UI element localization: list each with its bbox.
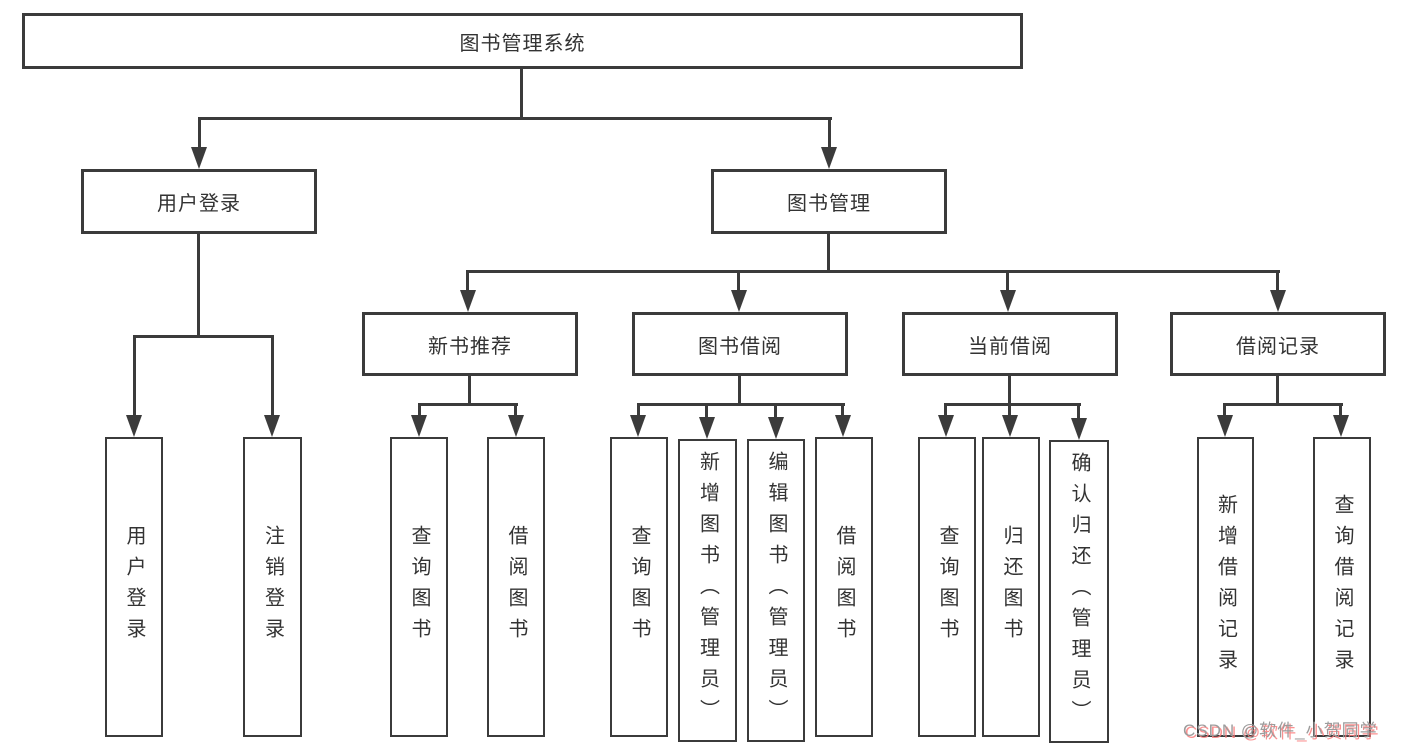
arrow-down-icon	[126, 415, 142, 437]
connector-to-recommend	[466, 270, 469, 292]
arrow-down-icon	[699, 417, 715, 439]
connector-leaf-line	[1077, 403, 1080, 420]
node-user-login: 用户登录	[81, 169, 317, 234]
leaf-return-books: 归还图书	[982, 437, 1040, 737]
leaf-confirm-return-admin: 确认归还（管理员）	[1049, 440, 1109, 743]
connector-leaf-line	[418, 403, 421, 417]
node-root-label: 图书管理系统	[459, 32, 586, 55]
node-user-login-label: 用户登录	[157, 193, 241, 215]
arrow-down-icon	[938, 415, 954, 437]
connector-current-bar	[945, 403, 1081, 406]
connector-root-stub	[520, 68, 523, 119]
connector-to-borrow	[737, 270, 740, 292]
node-new-book-recommend: 新书推荐	[362, 312, 578, 376]
leaf-query-borrow-record-label: 查询借阅记录	[1331, 494, 1353, 680]
leaf-add-books-admin-label: 新增图书（管理员）	[696, 451, 719, 730]
connector-borrow-bar	[637, 403, 845, 406]
csdn-watermark: CSDN @软件_小贺同学	[1183, 721, 1378, 740]
leaf-edit-books-admin-label: 编辑图书（管理员）	[765, 451, 787, 730]
connector-login-stub	[197, 234, 200, 337]
arrow-down-icon	[1333, 415, 1349, 437]
arrow-down-icon	[835, 415, 851, 437]
connector-login-bar	[133, 335, 274, 338]
connector-recommend-stub	[468, 376, 471, 405]
arrow-down-icon	[264, 415, 280, 437]
connector-borrow-stub	[738, 376, 741, 405]
node-borrow-record-label: 借阅记录	[1236, 335, 1320, 358]
node-book-borrow-label: 图书借阅	[698, 335, 782, 358]
leaf-borrow-query-books: 查询图书	[610, 437, 668, 737]
connector-leaf-line	[514, 403, 517, 417]
leaf-logout-label: 注销登录	[261, 525, 284, 649]
connector-level3-bar	[466, 270, 1280, 273]
arrow-down-icon	[1270, 290, 1286, 312]
leaf-recommend-query-books: 查询图书	[390, 437, 448, 737]
connector-leaf-line	[705, 403, 708, 419]
connector-leaf-line	[774, 403, 777, 419]
leaf-user-login-label: 用户登录	[123, 525, 145, 649]
leaf-add-borrow-record: 新增借阅记录	[1197, 437, 1254, 737]
node-book-management: 图书管理	[711, 169, 947, 234]
connector-to-login-leaf2	[271, 335, 274, 417]
arrow-down-icon	[411, 415, 427, 437]
arrow-down-icon	[731, 290, 747, 312]
leaf-recommend-query-books-label: 查询图书	[408, 525, 430, 649]
connector-leaf-line	[637, 403, 640, 417]
connector-management-stub	[827, 234, 830, 272]
arrow-down-icon	[508, 415, 524, 437]
connector-record-stub	[1276, 376, 1279, 405]
connector-to-record	[1276, 270, 1279, 292]
leaf-confirm-return-admin-label: 确认归还（管理员）	[1068, 452, 1090, 731]
connector-leaf-line	[1339, 403, 1342, 417]
leaf-edit-books-admin: 编辑图书（管理员）	[747, 439, 805, 742]
connector-to-user-login	[198, 117, 201, 150]
leaf-return-books-label: 归还图书	[1000, 525, 1022, 649]
node-book-borrow: 图书借阅	[632, 312, 848, 376]
connector-to-book-management	[828, 117, 831, 150]
arrow-down-icon	[821, 147, 837, 169]
leaf-add-books-admin: 新增图书（管理员）	[678, 439, 737, 742]
leaf-add-borrow-record-label: 新增借阅记录	[1214, 494, 1237, 680]
node-current-borrow: 当前借阅	[902, 312, 1118, 376]
leaf-recommend-borrow-books-label: 借阅图书	[505, 525, 527, 649]
arrow-down-icon	[768, 417, 784, 439]
node-new-book-recommend-label: 新书推荐	[428, 335, 512, 358]
arrow-down-icon	[630, 415, 646, 437]
connector-leaf-line	[944, 403, 947, 417]
connector-level2-bar	[198, 117, 832, 120]
node-root-library-system: 图书管理系统	[22, 13, 1023, 69]
arrow-down-icon	[191, 147, 207, 169]
connector-current-stub	[1008, 376, 1011, 405]
leaf-current-query-books-label: 查询图书	[936, 525, 958, 649]
leaf-current-query-books: 查询图书	[918, 437, 976, 737]
connector-leaf-line	[1223, 403, 1226, 417]
leaf-user-login: 用户登录	[105, 437, 163, 737]
leaf-borrow-books-label: 借阅图书	[833, 525, 855, 649]
arrow-down-icon	[1002, 415, 1018, 437]
connector-recommend-bar	[418, 403, 518, 406]
connector-to-login-leaf1	[133, 335, 136, 417]
node-current-borrow-label: 当前借阅	[968, 335, 1052, 358]
connector-leaf-line	[1008, 403, 1011, 417]
arrow-down-icon	[1000, 290, 1016, 312]
arrow-down-icon	[1217, 415, 1233, 437]
leaf-borrow-query-books-label: 查询图书	[628, 525, 650, 649]
node-book-management-label: 图书管理	[787, 193, 871, 215]
arrow-down-icon	[1071, 418, 1087, 440]
connector-to-current	[1006, 270, 1009, 292]
leaf-query-borrow-record: 查询借阅记录	[1313, 437, 1371, 737]
node-borrow-record: 借阅记录	[1170, 312, 1386, 376]
connector-record-bar	[1224, 403, 1343, 406]
leaf-recommend-borrow-books: 借阅图书	[487, 437, 545, 737]
arrow-down-icon	[460, 290, 476, 312]
connector-leaf-line	[841, 403, 844, 417]
leaf-logout: 注销登录	[243, 437, 302, 737]
leaf-borrow-books: 借阅图书	[815, 437, 873, 737]
